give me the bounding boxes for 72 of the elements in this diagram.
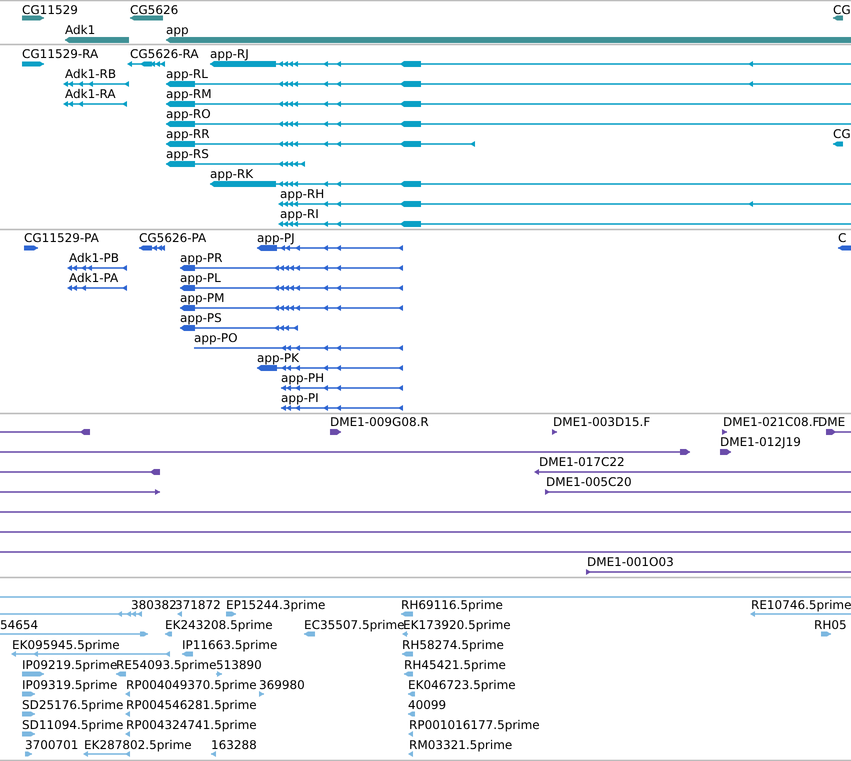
feature-label: app-PM: [180, 291, 225, 305]
feature-label: 369980: [259, 678, 305, 692]
feature-label: EK046723.5prime: [408, 678, 516, 692]
feature-label: RP001016177.5prime: [409, 718, 540, 732]
feature-label: DME1-005C20: [546, 475, 632, 489]
feature-label: DME1-012J19: [720, 435, 801, 449]
feature-label: RP004546281.5prime: [126, 698, 257, 712]
feature-label: RH05: [814, 618, 847, 632]
feature-label: CG: [833, 3, 851, 17]
feature-label: 371872: [175, 598, 221, 612]
feature-label: 40099: [408, 698, 446, 712]
feature-label: SD25176.5prime: [22, 698, 124, 712]
feature-label: SD11094.5prime: [22, 718, 124, 732]
feature-label: app-PJ: [257, 231, 295, 245]
feature-label: IP11663.5prime: [182, 638, 278, 652]
feature-label: EK287802.5prime: [84, 738, 192, 752]
feature-label: app-RM: [166, 87, 212, 101]
feature-label: RM03321.5prime: [409, 738, 512, 752]
feature-label: RH69116.5prime: [401, 598, 503, 612]
feature-label: app-RR: [166, 127, 210, 141]
feature-label: app-PO: [194, 331, 238, 345]
feature-label: app-PR: [180, 251, 222, 265]
feature-label: CG11529: [22, 3, 78, 17]
feature-label: EK173920.5prime: [403, 618, 511, 632]
feature-label: Adk1: [65, 23, 96, 37]
feature-label: 380382: [131, 598, 177, 612]
feature-label: EK243208.5prime: [165, 618, 273, 632]
feature-label: DME1-017C22: [539, 455, 625, 469]
feature-label: app-RH: [280, 187, 324, 201]
feature-label: CG11529-PA: [24, 231, 99, 245]
feature-label: DME1-009G08.R: [330, 415, 429, 429]
feature-label: app-RO: [166, 107, 211, 121]
feature-label: EC35507.5prime: [304, 618, 405, 632]
feature-label: EK095945.5prime: [12, 638, 120, 652]
feature-label: app-RI: [280, 207, 319, 221]
feature-label: CG5626-RA: [130, 47, 199, 61]
feature-label: DME1-001O03: [587, 555, 674, 569]
feature-label: app-PS: [180, 311, 222, 325]
feature-label: app: [166, 23, 189, 37]
feature-label: Adk1-RA: [65, 87, 116, 101]
feature-label: app-RS: [166, 147, 209, 161]
feature-label: CG5626: [130, 3, 178, 17]
feature-label: Adk1-PA: [69, 271, 118, 285]
feature-label: app-RK: [210, 167, 254, 181]
feature-label: RP004324741.5prime: [126, 718, 257, 732]
feature-label: 163288: [211, 738, 257, 752]
feature-label: C: [838, 231, 846, 245]
feature-label: RH45421.5prime: [404, 658, 506, 672]
feature-label: RH58274.5prime: [402, 638, 504, 652]
feature-label: RE54093.5prime: [116, 658, 216, 672]
feature-label: app-PL: [180, 271, 221, 285]
feature-label: Adk1-RB: [65, 67, 116, 81]
feature-label: IP09219.5prime: [22, 658, 118, 672]
feature-label: app-RL: [166, 67, 208, 81]
feature-label: 3700701: [25, 738, 78, 752]
feature-label: DME1-003D15.F: [553, 415, 650, 429]
feature-label: Adk1-PB: [69, 251, 119, 265]
feature-label: RE10746.5prime: [751, 598, 851, 612]
feature-label: CG11529-RA: [22, 47, 98, 61]
feature-label: app-PK: [257, 351, 300, 365]
feature-label: 54654: [0, 618, 38, 632]
feature-label: 513890: [216, 658, 262, 672]
feature-label: EP15244.3prime: [226, 598, 326, 612]
feature-label: app-PH: [281, 371, 324, 385]
feature-label: RP004049370.5prime: [126, 678, 257, 692]
feature-label: DME1-021C08.F: [723, 415, 820, 429]
feature-label: app-RJ: [210, 47, 249, 61]
feature-label: IP09319.5prime: [22, 678, 118, 692]
feature-label: CG: [833, 127, 851, 141]
feature-label: CG5626-PA: [139, 231, 206, 245]
feature-label: app-PI: [281, 391, 319, 405]
feature-label: DME: [818, 415, 846, 429]
